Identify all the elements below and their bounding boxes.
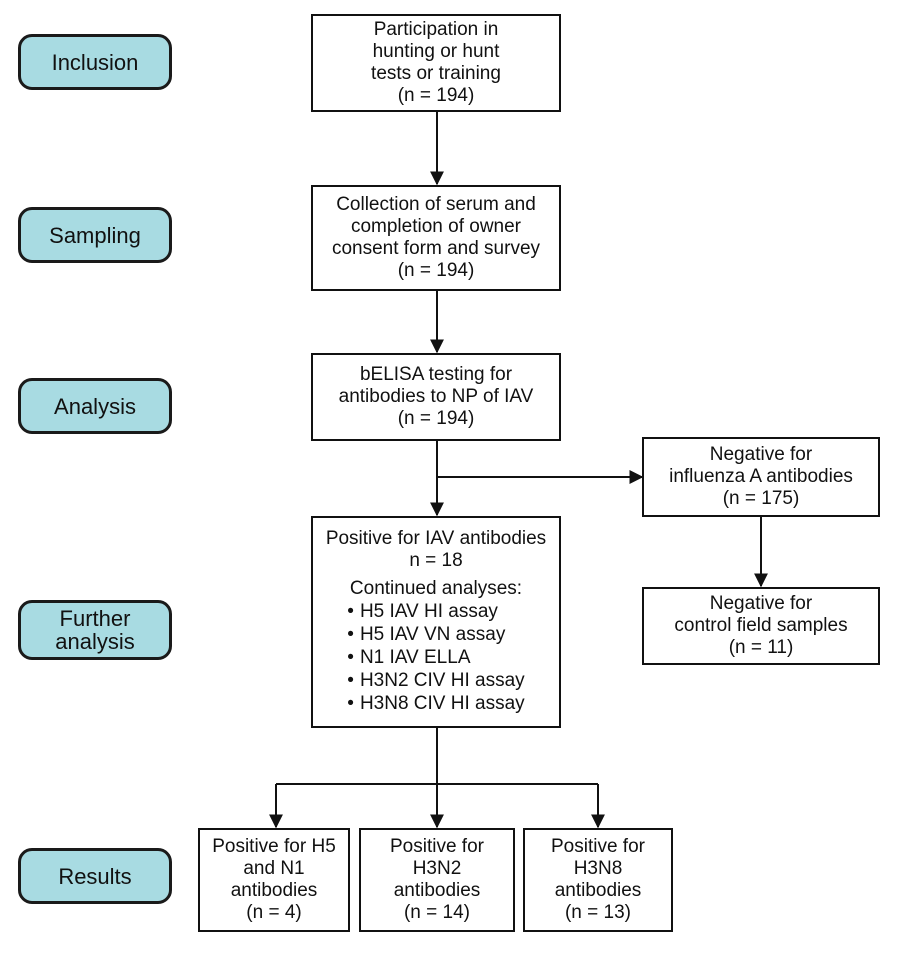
- stage-further-analysis: Further analysis: [18, 600, 172, 660]
- box-negative-control: Negative for control field samples (n = …: [642, 587, 880, 665]
- box-participation-line2: hunting or hunt: [372, 41, 500, 62]
- stage-inclusion: Inclusion: [18, 34, 172, 90]
- box-positive-h3n2: Positive for H3N2 antibodies (n = 14): [359, 828, 515, 932]
- box-negative-control-line1: Negative for: [709, 593, 813, 614]
- stage-further-analysis-label-line1: Further: [59, 606, 131, 631]
- analysis-item-n1-ella: N1 IAV ELLA: [347, 646, 524, 669]
- box-positive-h3n2-line2: H3N2: [412, 858, 462, 879]
- analysis-item-h3n8-hi: H3N8 CIV HI assay: [347, 692, 525, 715]
- box-participation: Participation in hunting or hunt tests o…: [311, 14, 561, 112]
- box-collection-line1: Collection of serum and: [336, 194, 536, 215]
- stage-analysis-label: Analysis: [54, 393, 136, 419]
- box-participation-line3: tests or training: [371, 63, 501, 84]
- box-positive-iav-count: n = 18: [409, 550, 463, 571]
- box-negative-influenza: Negative for influenza A antibodies (n =…: [642, 437, 880, 517]
- box-belisa-line1: bELISA testing for: [359, 364, 513, 385]
- continued-analyses-label: Continued analyses:: [349, 578, 523, 599]
- box-participation-line1: Participation in: [373, 19, 499, 40]
- box-participation-count: (n = 194): [397, 85, 475, 106]
- box-belisa-line2: antibodies to NP of IAV: [338, 386, 534, 407]
- box-positive-h5n1-line2: and N1: [243, 858, 305, 879]
- box-positive-h3n8-line1: Positive for: [551, 836, 645, 857]
- stage-results-label: Results: [58, 863, 132, 889]
- continued-analyses-list: H5 IAV HI assay H5 IAV VN assay N1 IAV E…: [347, 600, 525, 715]
- box-positive-h3n8-count: (n = 13): [564, 902, 631, 923]
- box-collection-count: (n = 194): [397, 260, 475, 281]
- box-collection-line2: completion of owner: [350, 216, 522, 237]
- box-positive-h5n1-line1: Positive for H5: [212, 836, 336, 857]
- box-collection-line3: consent form and survey: [331, 238, 541, 259]
- box-positive-iav: Positive for IAV antibodies n = 18 Conti…: [311, 516, 561, 728]
- box-positive-h3n2-count: (n = 14): [403, 902, 470, 923]
- box-negative-control-line2: control field samples: [674, 615, 848, 636]
- stage-inclusion-label: Inclusion: [51, 49, 139, 75]
- analysis-item-h5-hi: H5 IAV HI assay: [347, 600, 524, 623]
- stage-sampling: Sampling: [18, 207, 172, 263]
- stage-analysis: Analysis: [18, 378, 172, 434]
- box-negative-influenza-line2: influenza A antibodies: [669, 466, 853, 487]
- box-positive-h5n1-line3: antibodies: [230, 880, 318, 901]
- box-positive-h3n2-line3: antibodies: [393, 880, 481, 901]
- box-collection: Collection of serum and completion of ow…: [311, 185, 561, 291]
- box-negative-control-count: (n = 11): [728, 637, 794, 658]
- box-positive-h3n8-line3: antibodies: [554, 880, 642, 901]
- box-positive-h5n1: Positive for H5 and N1 antibodies (n = 4…: [198, 828, 350, 932]
- stage-further-analysis-label-line2: analysis: [55, 629, 135, 654]
- box-belisa-count: (n = 194): [397, 408, 475, 429]
- stage-results: Results: [18, 848, 172, 904]
- analysis-item-h5-vn: H5 IAV VN assay: [347, 623, 524, 646]
- box-positive-h3n8: Positive for H3N8 antibodies (n = 13): [523, 828, 673, 932]
- stage-sampling-label: Sampling: [49, 222, 141, 248]
- box-positive-h5n1-count: (n = 4): [246, 902, 302, 923]
- box-positive-h3n8-line2: H3N8: [573, 858, 623, 879]
- box-positive-iav-title: Positive for IAV antibodies: [325, 528, 547, 549]
- box-belisa: bELISA testing for antibodies to NP of I…: [311, 353, 561, 441]
- box-negative-influenza-line1: Negative for: [709, 444, 813, 465]
- box-positive-h3n2-line1: Positive for: [390, 836, 484, 857]
- box-negative-influenza-count: (n = 175): [722, 488, 800, 509]
- analysis-item-h3n2-hi: H3N2 CIV HI assay: [347, 669, 525, 692]
